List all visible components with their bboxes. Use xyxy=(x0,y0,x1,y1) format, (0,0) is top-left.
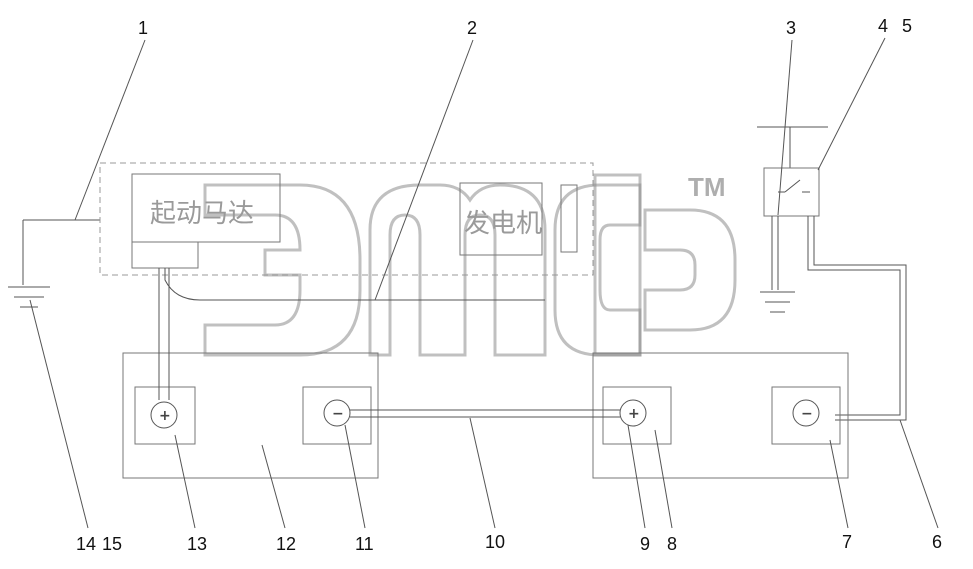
battery-2-negative-sign: − xyxy=(801,406,813,422)
engine-outline xyxy=(99,162,594,276)
callout-13: 13 xyxy=(187,534,207,554)
generator: 发电机 xyxy=(459,182,578,256)
battery-1: + − xyxy=(122,352,379,479)
battery-1-positive-sign: + xyxy=(159,408,171,424)
callout-7: 7 xyxy=(842,532,852,552)
callout-3: 3 xyxy=(786,18,796,38)
battery-2-positive-terminal xyxy=(619,399,647,427)
callout-9: 9 xyxy=(640,534,650,554)
battery-2-positive-sign: + xyxy=(628,406,640,422)
callout-11: 11 xyxy=(355,534,374,554)
callout-10: 10 xyxy=(485,532,505,552)
callout-1: 1 xyxy=(138,18,148,38)
battery-2-negative-terminal xyxy=(792,399,820,427)
ground-symbol-left xyxy=(8,219,100,308)
trademark-mark: TM xyxy=(688,172,726,202)
battery-1-negative-terminal xyxy=(323,399,351,427)
callout-8: 8 xyxy=(667,534,677,554)
leader-lines xyxy=(29,37,939,529)
starter-generator-wire xyxy=(164,268,545,301)
callout-4: 4 xyxy=(878,16,888,36)
switch-to-battery-cable xyxy=(807,216,901,416)
battery-1-positive-terminal xyxy=(150,401,178,429)
watermark-logo: TM xyxy=(203,172,737,357)
callout-12: 12 xyxy=(276,534,296,554)
callout-14: 14 xyxy=(76,534,96,554)
battery-switch xyxy=(757,126,828,313)
battery-2: + − xyxy=(592,352,849,479)
battery-1-negative-sign: − xyxy=(332,406,344,422)
starter-motor-label: 起动马达 xyxy=(150,199,254,229)
callout-5: 5 xyxy=(902,16,912,36)
starter-motor: 起动马达 xyxy=(131,173,281,269)
generator-label: 发电机 xyxy=(464,209,542,239)
callout-2: 2 xyxy=(467,18,477,38)
callout-15: 15 xyxy=(102,534,122,554)
callout-6: 6 xyxy=(932,532,942,552)
